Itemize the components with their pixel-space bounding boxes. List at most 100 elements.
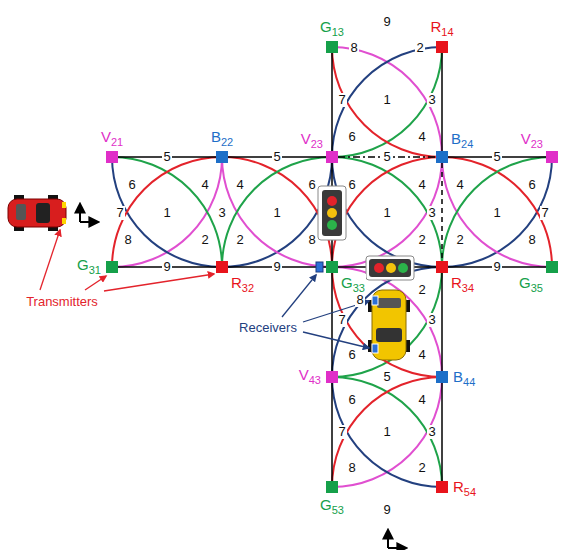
region-number: 3 — [427, 206, 436, 220]
node-square: V23 — [326, 151, 338, 163]
node-label: V43 — [298, 366, 322, 385]
node-label: G13 — [319, 18, 345, 37]
region-number: 2 — [200, 233, 209, 247]
region-number: 3 — [427, 313, 436, 327]
coverage-arc — [332, 157, 442, 267]
label-subscript: 14 — [441, 26, 453, 38]
traffic-light-frame — [366, 256, 414, 280]
region-number: 1 — [492, 206, 501, 220]
region-number: 4 — [417, 348, 426, 362]
region-number: 6 — [307, 178, 316, 192]
label-subscript: 23 — [531, 138, 543, 150]
region-number: 1 — [382, 93, 391, 107]
region-number: 7 — [337, 313, 346, 327]
coverage-arc — [222, 157, 332, 267]
node-square: B24 — [436, 151, 448, 163]
node-label: V21 — [100, 128, 124, 147]
lamp — [374, 263, 384, 273]
callout-label: Transmitters — [25, 295, 99, 309]
label-subscript: 13 — [332, 26, 344, 38]
node-label: R34 — [450, 274, 475, 293]
region-number: 2 — [417, 461, 426, 475]
car-wheel — [406, 340, 410, 352]
coverage-arc — [332, 47, 442, 157]
headlight-transmitter — [62, 218, 66, 224]
headlight-transmitter — [62, 202, 66, 208]
region-number: 8 — [349, 41, 358, 55]
coverage-arc — [112, 157, 222, 267]
node-square: G33 — [326, 261, 338, 273]
node-square: V21 — [106, 151, 118, 163]
traffic-light-housing — [322, 190, 342, 236]
region-number: 2 — [417, 233, 426, 247]
node-label: B24 — [450, 130, 474, 149]
label-subscript: 43 — [309, 374, 321, 386]
road-line — [441, 383, 443, 481]
car-rear-window — [16, 204, 26, 220]
traffic-light-frame — [318, 186, 346, 240]
region-number: 5 — [272, 150, 281, 164]
node-label: R14 — [429, 18, 454, 37]
leader-lines — [40, 230, 369, 348]
label-subscript: 35 — [531, 282, 543, 294]
node-label: V23 — [520, 130, 544, 149]
coverage-arc — [332, 47, 442, 157]
car-icon — [368, 290, 410, 360]
region-number: 1 — [162, 206, 171, 220]
traffic-light-housing — [369, 259, 411, 277]
node-square: G13 — [326, 41, 338, 53]
coverage-arc — [332, 377, 442, 487]
region-number: 6 — [347, 393, 356, 407]
label-subscript: 53 — [332, 504, 344, 516]
region-number: 4 — [200, 178, 209, 192]
node-square: B44 — [436, 371, 448, 383]
leader-line — [282, 275, 316, 317]
node-label: G31 — [76, 256, 102, 275]
coverage-arc — [112, 157, 222, 267]
node-square: R14 — [436, 41, 448, 53]
road-line — [331, 53, 333, 151]
coverage-arc — [332, 267, 442, 377]
direction-arrow — [388, 530, 406, 548]
coverage-arc — [442, 157, 552, 267]
receiver — [316, 262, 323, 272]
arrow-line — [80, 221, 98, 223]
node-square: R32 — [216, 261, 228, 273]
node-square: B22 — [216, 151, 228, 163]
road-line — [331, 383, 333, 481]
region-number: 9 — [382, 503, 391, 517]
coverage-arc — [222, 157, 332, 267]
region-number: 3 — [217, 206, 226, 220]
arrow-line — [387, 530, 389, 548]
node-label: G53 — [319, 496, 345, 515]
region-number: 8 — [307, 233, 316, 247]
node-label: V23 — [300, 130, 324, 149]
node-label: R54 — [452, 478, 477, 497]
arrow-line — [388, 547, 406, 549]
leader-line — [104, 274, 214, 291]
region-number: 9 — [492, 260, 501, 274]
car-wheel — [406, 300, 410, 312]
coverage-arc — [222, 157, 332, 267]
region-number: 7 — [337, 425, 346, 439]
lamp — [386, 263, 396, 273]
car-windshield — [376, 328, 402, 342]
region-number: 6 — [347, 348, 356, 362]
region-number: 6 — [347, 130, 356, 144]
lamp — [327, 196, 337, 206]
lamp — [398, 263, 408, 273]
coverage-arc — [332, 377, 442, 487]
label-subscript: 32 — [242, 282, 254, 294]
leader-line — [40, 230, 60, 290]
region-number: 6 — [127, 178, 136, 192]
region-number: 8 — [347, 461, 356, 475]
coverage-arc — [332, 47, 442, 157]
region-number: 5 — [162, 150, 171, 164]
label-subscript: 44 — [463, 376, 475, 388]
node-square: G31 — [106, 261, 118, 273]
region-number: 3 — [427, 93, 436, 107]
leader-line — [85, 276, 106, 290]
node-square: R54 — [436, 481, 448, 493]
coverage-arc — [442, 157, 552, 267]
